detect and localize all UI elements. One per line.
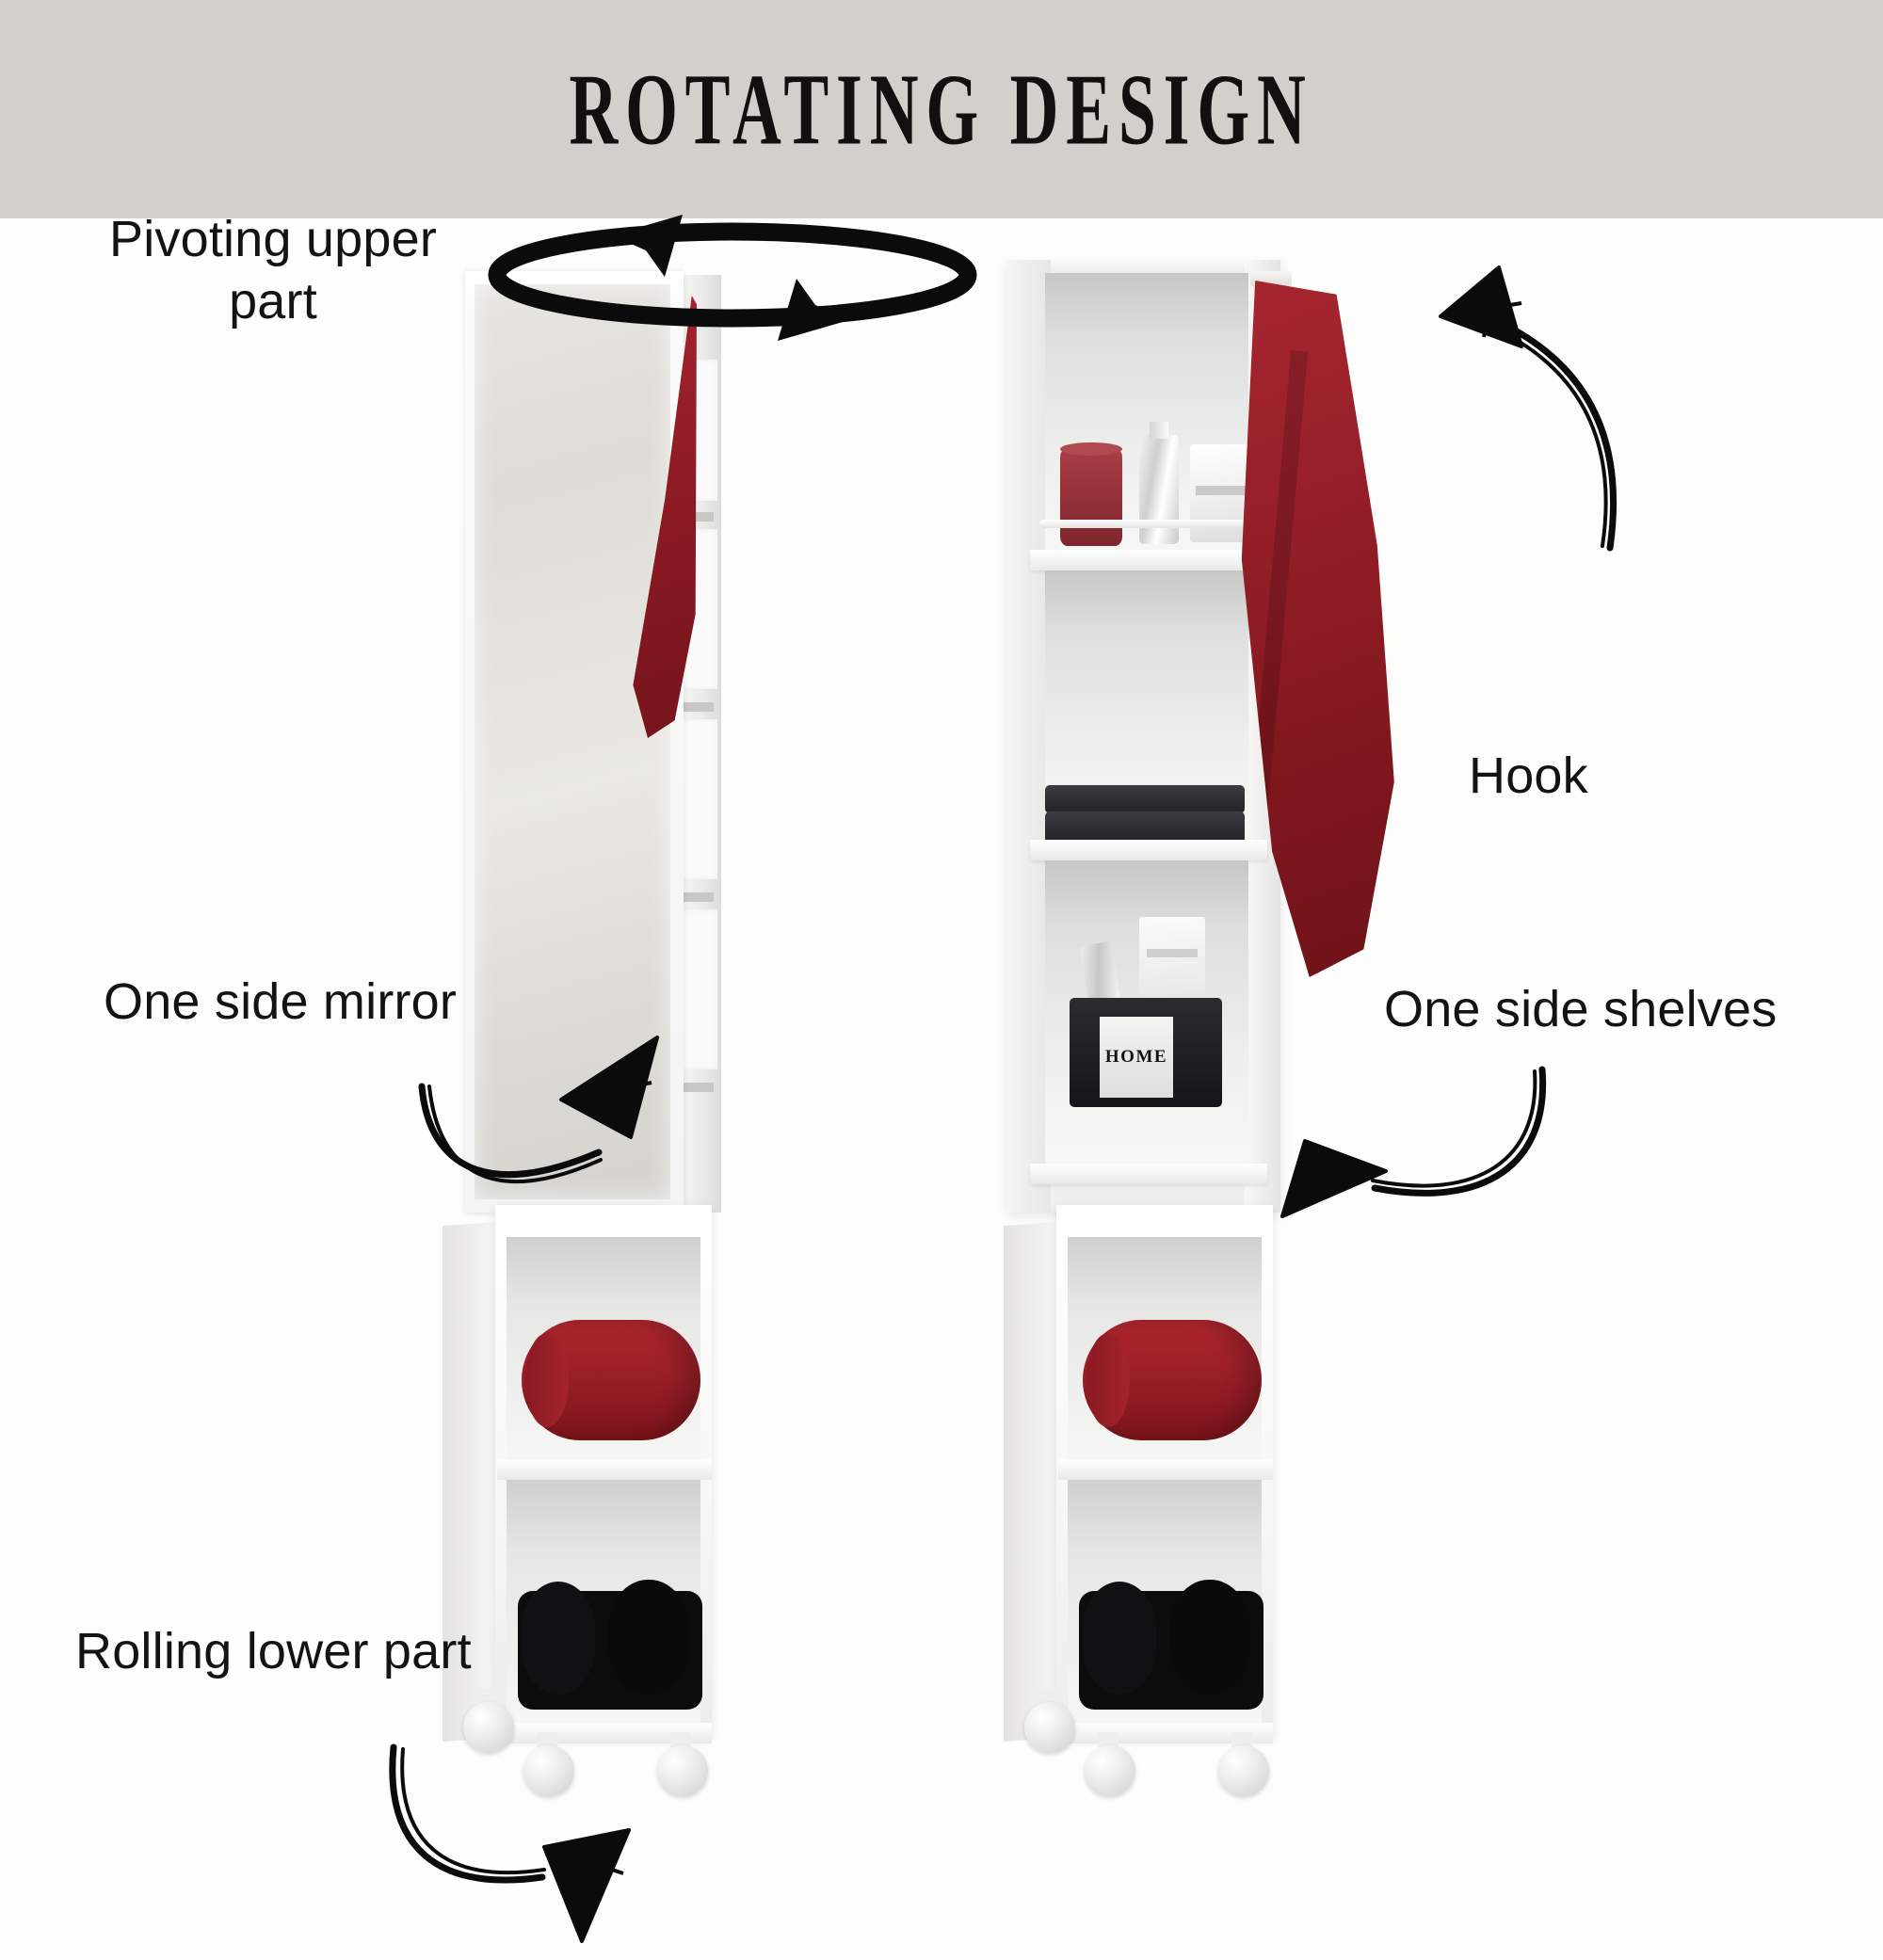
rolling-base [1004,1199,1286,1796]
base-shelf-board [497,1459,712,1480]
caster-stem [476,1689,497,1704]
caster-wheel [1218,1745,1269,1796]
rolled-black-towels [518,1580,702,1710]
frame-rail [684,512,714,522]
rolled-black-towels [1079,1580,1263,1710]
frame-rail [684,702,714,712]
annotation-label-hook: Hook [1469,747,1588,804]
caster-stem [1231,1732,1252,1747]
basket-package [1139,917,1205,1004]
basket-label-text: HOME [1104,1047,1168,1067]
annotation-label-rolling-lower-part: Rolling lower part [75,1623,472,1679]
shelf-left-post [1007,260,1051,1213]
header-banner: ROTATING DESIGN [0,0,1883,218]
caster-wheel [463,1702,514,1753]
caster-wheel [657,1745,708,1796]
shelf-board-3 [1030,1164,1267,1184]
caster-stem [537,1732,557,1747]
caster-stem [1098,1732,1119,1747]
basket-label: HOME [1100,1017,1173,1098]
caster-wheel [1085,1745,1135,1796]
folded-towel-stack [1045,811,1245,843]
caster-stem [1038,1689,1058,1704]
base-shelf-board [1058,1459,1273,1480]
annotation-label-pivoting-upper-part: Pivoting upper part [108,211,438,329]
shelf-guard-rail [1039,520,1256,528]
shelf-top-board [1007,254,1280,273]
mirror-panel [475,284,670,1199]
annotation-label-one-side-shelves: One side shelves [1384,981,1778,1037]
rolled-red-towel [1083,1320,1262,1440]
home-storage-basket: HOME [1070,998,1222,1107]
frame-rail [684,892,714,902]
caster-wheel [1024,1702,1075,1753]
shelf-board-2 [1030,840,1267,860]
base-side-panel [1004,1221,1062,1743]
sketch-arrow-icon [1280,1066,1547,1218]
frame-rail [684,1083,714,1092]
shelf-side-unit: HOME [998,247,1394,1796]
mirror-frame [465,271,684,1213]
rolled-red-towel [522,1320,700,1440]
frame-opening [680,719,717,879]
folded-towel-stack [1045,785,1245,813]
frame-opening [680,909,717,1069]
caster-wheel [523,1745,574,1796]
rolling-base [443,1199,725,1796]
product-illustration-stage: HOME [0,211,1883,1943]
red-pillar-candle [1060,442,1122,546]
caster-stem [670,1732,691,1747]
annotation-label-one-side-mirror: One side mirror [104,973,458,1030]
page-title: ROTATING DESIGN [569,52,1314,167]
shelf-board-1 [1030,550,1267,570]
